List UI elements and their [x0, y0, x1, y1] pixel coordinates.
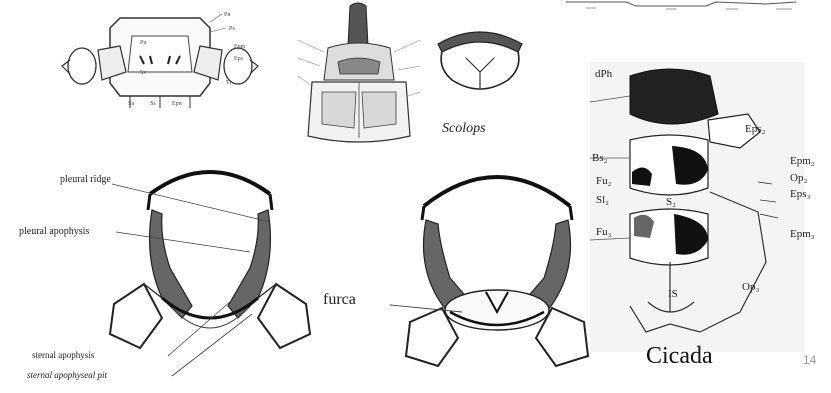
- cicada-label-eps3: Eps₃: [790, 188, 810, 200]
- label-pleural-apophysis: pleural apophysis: [19, 226, 89, 237]
- cicada-sternum-figure: [590, 62, 805, 352]
- cicada-label-op2: Op₂: [790, 172, 807, 184]
- thorax-label-3: Epm: [234, 44, 245, 50]
- cicada-label-s2: S₂: [666, 196, 676, 208]
- cicada-label-epm3: Epm₃: [790, 228, 815, 240]
- cicada-label-is: IS: [668, 288, 678, 300]
- thorax-label-1: Ps: [229, 26, 235, 32]
- furca-section-figure: [390, 162, 605, 374]
- thorax-label-7: Epn: [172, 101, 182, 107]
- cicada-label-sl: Sl₂: [596, 194, 609, 206]
- thorax-ventral-figure: [60, 8, 260, 118]
- label-furca: furca: [323, 291, 356, 309]
- thorax-label-9: Ss: [150, 101, 156, 107]
- insect-ventral-figure: [298, 0, 420, 150]
- thorax-label-2: Pn: [140, 40, 146, 46]
- scolops-section-figure: [430, 22, 530, 98]
- cicada-label-fu3: Fu₃: [596, 226, 611, 238]
- thorax-label-5: Ss: [140, 70, 146, 76]
- cicada-label-fu2: Fu₂: [596, 175, 611, 187]
- scolops-caption: Scolops: [442, 121, 486, 137]
- top-right-partial-figure: [566, 0, 831, 16]
- thorax-label-8: Sa: [128, 101, 134, 107]
- thorax-label-0: Pn: [224, 12, 230, 18]
- cicada-label-bs: Bs₂: [592, 152, 607, 164]
- label-pleural-ridge: pleural ridge: [60, 174, 111, 185]
- label-sternal-apophyseal-pit: sternal apophyseal pit: [27, 370, 107, 380]
- thorax-label-6: Tr: [226, 80, 231, 86]
- thorax-label-4: Eps: [234, 56, 243, 62]
- cicada-label-op3: Op₃: [742, 281, 759, 293]
- cicada-label-epm2: Epm₂: [790, 155, 815, 167]
- page-number: 14: [803, 353, 816, 367]
- cicada-label-eps2: Eps₂: [745, 123, 765, 135]
- label-sternal-apophysis: sternal apophysis: [32, 350, 94, 360]
- cicada-label-dph: dPh: [595, 68, 612, 80]
- cicada-caption: Cicada: [646, 343, 713, 370]
